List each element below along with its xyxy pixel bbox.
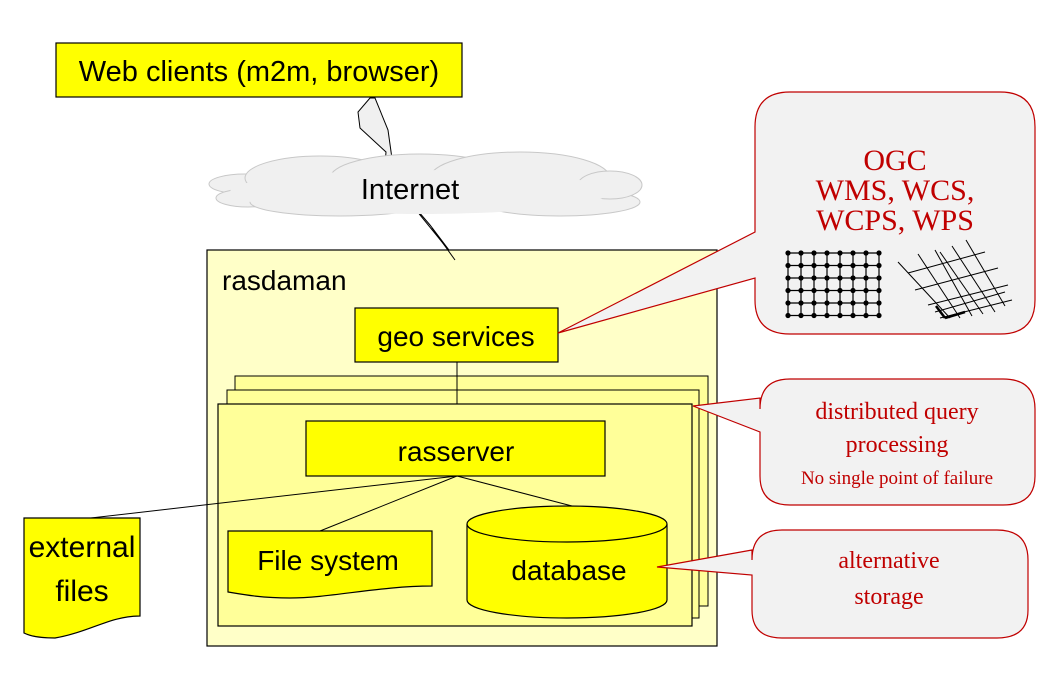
- grid-node: [798, 300, 804, 306]
- rasserver-to-filesystem-line: [319, 475, 458, 532]
- grid-node: [837, 312, 843, 319]
- grid-node: [837, 275, 843, 281]
- grid-node: [798, 250, 804, 256]
- grid-node: [785, 312, 791, 319]
- grid-node: [876, 250, 882, 256]
- grid-node: [824, 312, 830, 319]
- web-clients-label: Web clients (m2m, browser): [79, 56, 439, 88]
- grid-node: [785, 250, 791, 256]
- distributed-callout: [692, 378, 1036, 506]
- bolt-tip: [431, 227, 456, 261]
- file-system-shape: [227, 530, 433, 599]
- grid-node: [811, 262, 817, 269]
- grid-node: [811, 287, 817, 294]
- grid-node: [824, 275, 830, 281]
- grid-node: [863, 262, 869, 269]
- grid-node: [798, 287, 804, 294]
- grid-node: [850, 250, 856, 256]
- grid-node: [785, 287, 791, 294]
- geo-services-label: geo services: [377, 321, 534, 352]
- grid-node: [798, 275, 804, 281]
- external-files-shape: [23, 517, 141, 639]
- grid-node: [798, 262, 804, 269]
- distributed-callout-line3: No single point of failure: [801, 468, 993, 489]
- grid-node: [863, 250, 869, 256]
- network-link-bolt: [357, 97, 456, 259]
- rasserver-to-database-line: [456, 475, 573, 507]
- rasdaman-label: rasdaman: [222, 265, 347, 296]
- storage-callout: [656, 529, 1029, 639]
- internet-cloud: [208, 151, 643, 217]
- grid-node: [837, 287, 843, 294]
- grid-node: [824, 262, 830, 269]
- grid-node: [863, 312, 869, 319]
- regular-grid-icon: [785, 250, 882, 319]
- file-system-label: File system: [257, 545, 399, 576]
- distributed-callout-line1: distributed query: [815, 399, 978, 425]
- grid-node: [850, 262, 856, 269]
- grid-node: [811, 250, 817, 256]
- grid-node: [824, 287, 830, 294]
- grid-node: [824, 250, 830, 256]
- grid-node: [876, 275, 882, 281]
- rasserver-box: [305, 420, 606, 477]
- grid-node: [837, 300, 843, 306]
- grid-node: [876, 312, 882, 319]
- database-cylinder: [466, 505, 668, 619]
- grid-node: [850, 300, 856, 306]
- grid-node: [785, 300, 791, 306]
- storage-callout-line2: storage: [854, 584, 923, 610]
- ogc-callout: [557, 91, 1036, 335]
- ogc-callout-line2: WMS, WCS,: [816, 174, 975, 207]
- grid-node: [850, 275, 856, 281]
- grid-node: [837, 262, 843, 269]
- external-files-label-line2: files: [55, 575, 108, 608]
- grid-node: [785, 275, 791, 281]
- database-label: database: [511, 555, 626, 586]
- curvilinear-grid-icon: [897, 239, 1013, 320]
- grid-node: [785, 262, 791, 269]
- ogc-callout-line1: OGC: [863, 144, 926, 177]
- grid-node: [863, 275, 869, 281]
- grid-node: [811, 312, 817, 319]
- grid-node: [876, 300, 882, 306]
- rasserver-to-external-line: [81, 475, 458, 520]
- grid-node: [811, 275, 817, 281]
- grid-node: [824, 300, 830, 306]
- web-clients-box: [55, 42, 463, 98]
- grid-node: [837, 250, 843, 256]
- external-files-label-line1: external: [29, 531, 136, 564]
- grid-node: [811, 300, 817, 306]
- grid-node: [850, 287, 856, 294]
- distributed-callout-line2: processing: [846, 432, 949, 458]
- grid-node: [876, 262, 882, 269]
- grid-node: [850, 312, 856, 319]
- grid-node: [876, 287, 882, 294]
- storage-callout-line1: alternative: [838, 548, 939, 574]
- grid-node: [863, 300, 869, 306]
- rasserver-label: rasserver: [398, 436, 515, 467]
- internet-label: Internet: [361, 174, 459, 206]
- grid-node: [863, 287, 869, 294]
- ogc-callout-line3: WCPS, WPS: [816, 204, 974, 237]
- grid-node: [798, 312, 804, 319]
